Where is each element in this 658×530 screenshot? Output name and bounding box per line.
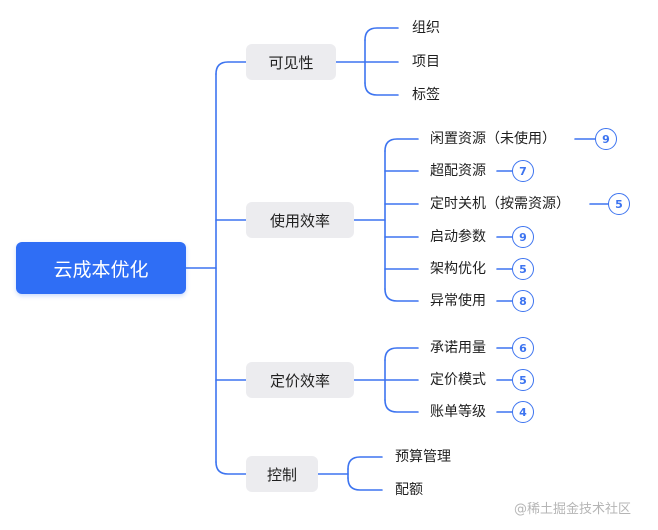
leaf-node: 定价模式: [430, 372, 486, 388]
leaf-node: 异常使用: [430, 293, 486, 309]
count-badge: 4: [512, 401, 534, 423]
count-badge: 9: [512, 226, 534, 248]
count-badge: 8: [512, 290, 534, 312]
count-badge: 6: [512, 337, 534, 359]
category-visibility: 可见性: [246, 44, 336, 80]
count-badge: 5: [608, 193, 630, 215]
count-badge: 5: [512, 258, 534, 280]
category-usage-efficiency: 使用效率: [246, 202, 354, 238]
count-badge: 7: [512, 160, 534, 182]
leaf-node: 超配资源: [430, 163, 486, 179]
count-badge: 9: [595, 128, 617, 150]
leaf-node: 承诺用量: [430, 340, 486, 356]
watermark: @稀土掘金技术社区: [514, 502, 632, 517]
leaf-node: 账单等级: [430, 404, 486, 420]
leaf-node: 组织: [412, 20, 440, 36]
category-control: 控制: [246, 456, 318, 492]
leaf-node: 预算管理: [395, 449, 451, 465]
leaf-node: 定时关机（按需资源）: [430, 196, 570, 212]
leaf-node: 标签: [412, 87, 440, 103]
root-node: 云成本优化: [16, 242, 186, 294]
count-badge: 5: [512, 369, 534, 391]
category-pricing-efficiency: 定价效率: [246, 362, 354, 398]
leaf-node: 配额: [395, 482, 423, 498]
leaf-node: 架构优化: [430, 261, 486, 277]
leaf-node: 闲置资源（未使用）: [430, 131, 556, 147]
leaf-node: 项目: [412, 54, 440, 70]
leaf-node: 启动参数: [430, 229, 486, 245]
